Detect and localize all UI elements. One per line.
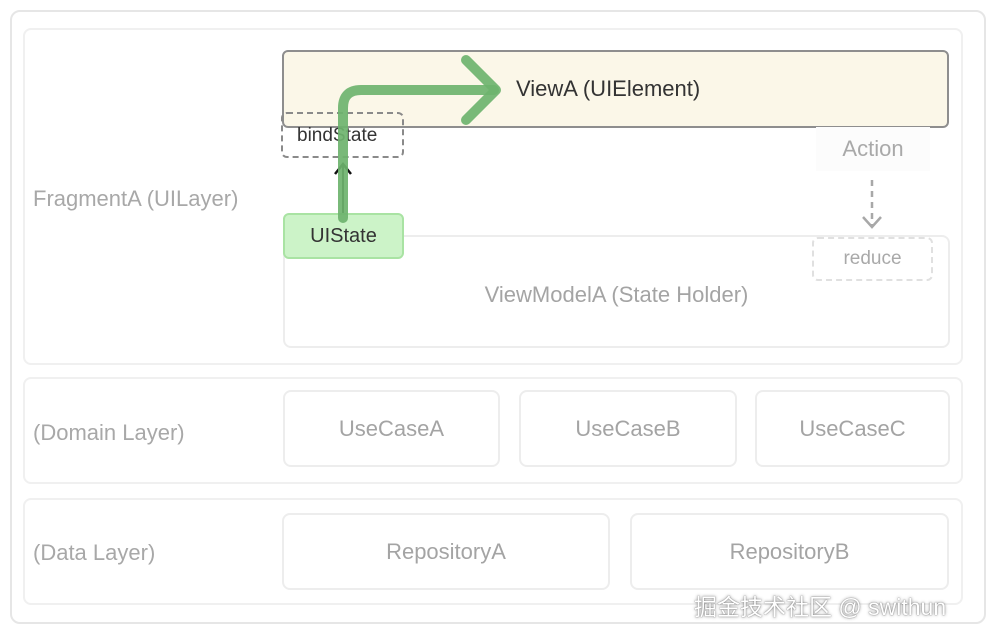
state-flow-arrowhead bbox=[461, 55, 501, 125]
ui-layer-label: FragmentA (UILayer) bbox=[33, 186, 239, 211]
use-case-b-box: UseCaseB bbox=[519, 390, 737, 467]
action-connector-arrowhead bbox=[862, 216, 882, 229]
viewmodel-label: ViewModelA (State Holder) bbox=[484, 282, 749, 307]
reduce-label: reduce bbox=[843, 248, 902, 269]
action-box: Action bbox=[816, 127, 930, 171]
watermark: 掘金技术社区 @ swithun bbox=[694, 594, 947, 620]
action-label: Action bbox=[842, 136, 904, 161]
use-case-c-label: UseCaseC bbox=[799, 415, 906, 441]
use-case-c-box: UseCaseC bbox=[755, 390, 950, 467]
diagram-frame bbox=[10, 10, 986, 624]
domain-layer-label: (Domain Layer) bbox=[33, 420, 185, 445]
use-case-a-label: UseCaseA bbox=[338, 415, 445, 441]
repository-b-box: RepositoryB bbox=[630, 513, 949, 590]
repository-a-label: RepositoryA bbox=[386, 538, 506, 564]
ui-state-label: UIState bbox=[310, 224, 377, 247]
repository-b-label: RepositoryB bbox=[729, 538, 850, 564]
data-layer-label: (Data Layer) bbox=[33, 540, 156, 565]
reduce-box: reduce bbox=[812, 237, 933, 281]
repository-a-box: RepositoryA bbox=[282, 513, 610, 590]
state-flow-arrow bbox=[338, 85, 499, 223]
use-case-b-label: UseCaseB bbox=[575, 415, 681, 441]
use-case-a-box: UseCaseA bbox=[283, 390, 500, 467]
view-element-label: ViewA (UIElement) bbox=[516, 76, 701, 101]
bind-state-label: bindState bbox=[297, 125, 378, 146]
